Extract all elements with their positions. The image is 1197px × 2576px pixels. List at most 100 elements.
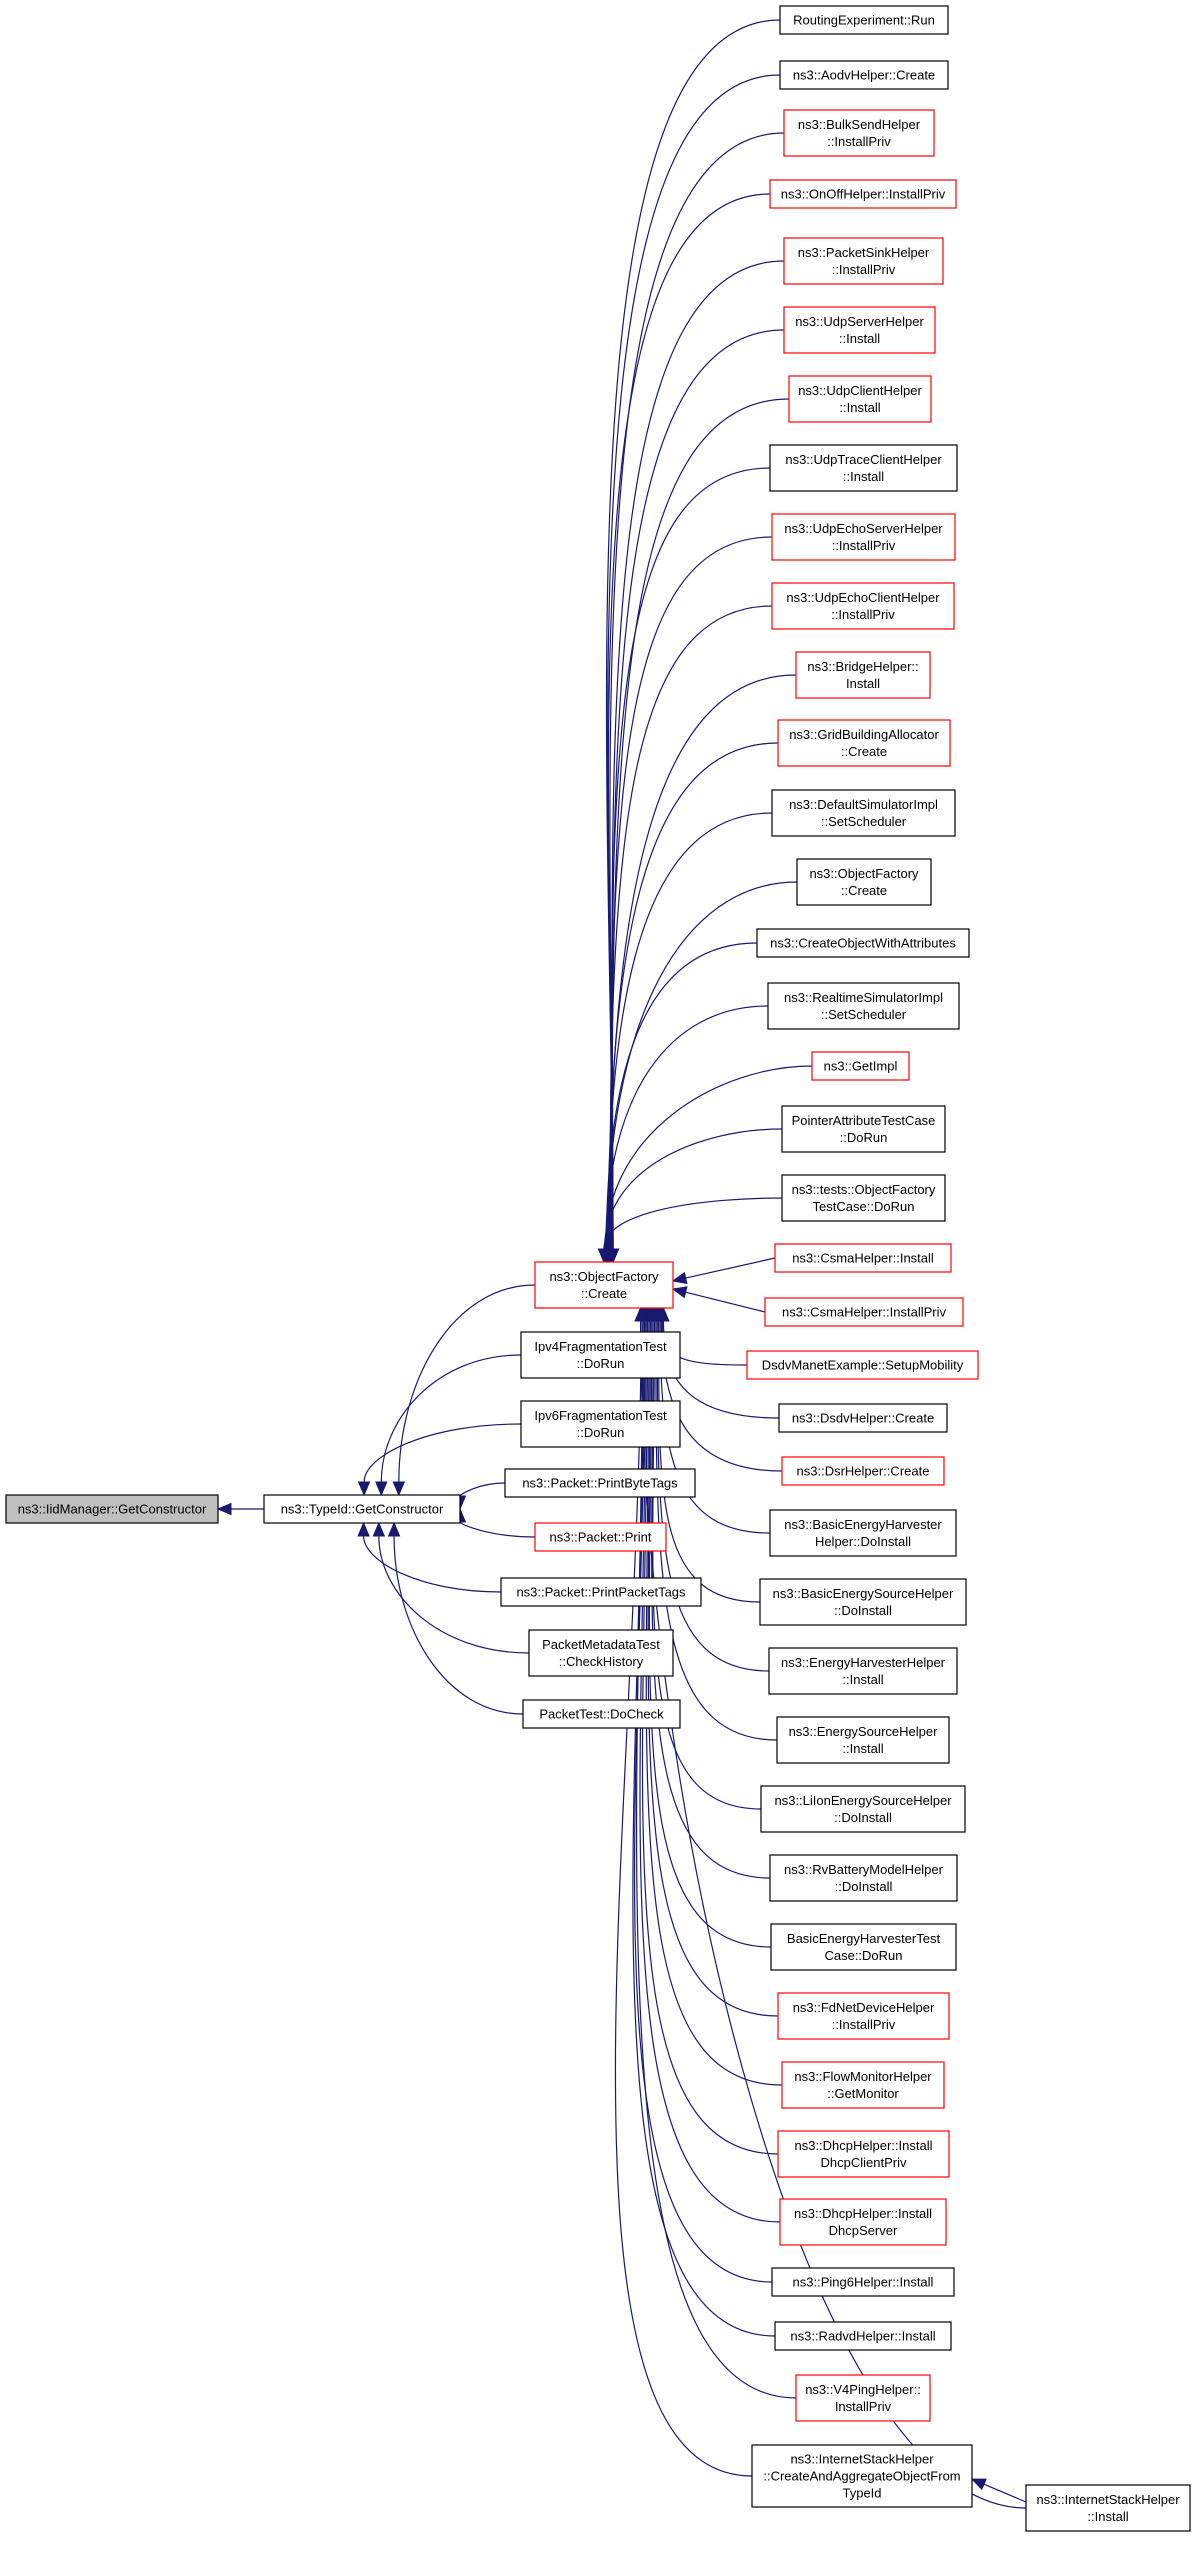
node-box[interactable] bbox=[769, 444, 958, 492]
node-ppt[interactable]: ns3::Packet::PrintPacketTags bbox=[500, 1577, 702, 1607]
node-n20[interactable]: ns3::CsmaHelper::Install bbox=[774, 1243, 952, 1273]
node-n36[interactable]: ns3::Ping6Helper::Install bbox=[771, 2267, 955, 2297]
node-box[interactable] bbox=[779, 5, 949, 35]
node-box[interactable] bbox=[751, 2444, 973, 2508]
node-box[interactable] bbox=[746, 1350, 979, 1380]
node-n5[interactable]: ns3::PacketSinkHelper::InstallPriv bbox=[783, 237, 944, 285]
node-n16[interactable]: ns3::RealtimeSimulatorImpl::SetScheduler bbox=[767, 982, 960, 1030]
node-box[interactable] bbox=[504, 1468, 696, 1498]
node-n15[interactable]: ns3::CreateObjectWithAttributes bbox=[756, 928, 970, 958]
node-box[interactable] bbox=[783, 306, 936, 354]
node-n24[interactable]: ns3::DsrHelper::Create bbox=[781, 1456, 945, 1486]
node-n27[interactable]: ns3::EnergyHarvesterHelper::Install bbox=[768, 1647, 958, 1695]
node-box[interactable] bbox=[520, 1400, 681, 1448]
node-n18[interactable]: PointerAttributeTestCase::DoRun bbox=[781, 1105, 946, 1153]
node-box[interactable] bbox=[774, 1243, 952, 1273]
node-n38[interactable]: ns3::V4PingHelper::InstallPriv bbox=[795, 2374, 931, 2422]
node-n25[interactable]: ns3::BasicEnergyHarvesterHelper::DoInsta… bbox=[769, 1509, 957, 1557]
node-pbt[interactable]: ns3::Packet::PrintByteTags bbox=[504, 1468, 696, 1498]
node-box[interactable] bbox=[759, 1578, 967, 1626]
node-box[interactable] bbox=[770, 1923, 957, 1971]
node-n10[interactable]: ns3::UdpEchoClientHelper::InstallPriv bbox=[771, 582, 955, 630]
node-box[interactable] bbox=[760, 1785, 966, 1833]
node-box[interactable] bbox=[777, 1992, 950, 2040]
node-box[interactable] bbox=[777, 2130, 950, 2178]
node-n4[interactable]: ns3::OnOffHelper::InstallPriv bbox=[769, 179, 957, 209]
node-n23[interactable]: ns3::DsdvHelper::Create bbox=[778, 1403, 948, 1433]
node-box[interactable] bbox=[769, 1509, 957, 1557]
node-n37[interactable]: ns3::RadvdHelper::Install bbox=[774, 2321, 952, 2351]
node-box[interactable] bbox=[774, 2321, 952, 2351]
node-n2[interactable]: ns3::AodvHelper::Create bbox=[779, 60, 949, 90]
node-n28[interactable]: ns3::EnergySourceHelper::Install bbox=[776, 1716, 950, 1764]
node-n26[interactable]: ns3::BasicEnergySourceHelper::DoInstall bbox=[759, 1578, 967, 1626]
node-ipv6frag[interactable]: Ipv6FragmentationTest::DoRun bbox=[520, 1400, 681, 1448]
node-box[interactable] bbox=[764, 1297, 964, 1327]
node-box[interactable] bbox=[788, 375, 932, 423]
node-box[interactable] bbox=[534, 1522, 667, 1552]
node-n14[interactable]: ns3::ObjectFactory::Create bbox=[796, 858, 932, 906]
node-box[interactable] bbox=[771, 513, 956, 561]
node-box[interactable] bbox=[500, 1577, 702, 1607]
node-ptdc[interactable]: PacketTest::DoCheck bbox=[522, 1699, 681, 1729]
node-box[interactable] bbox=[771, 789, 956, 837]
node-box[interactable] bbox=[1025, 2484, 1191, 2532]
node-box[interactable] bbox=[781, 2061, 945, 2109]
node-n3[interactable]: ns3::BulkSendHelper::InstallPriv bbox=[783, 109, 935, 157]
node-n17[interactable]: ns3::GetImpl bbox=[811, 1051, 910, 1081]
node-pmt[interactable]: PacketMetadataTest::CheckHistory bbox=[528, 1629, 674, 1677]
node-n40[interactable]: ns3::InternetStackHelper::Install bbox=[1025, 2484, 1191, 2532]
node-n30[interactable]: ns3::RvBatteryModelHelper::DoInstall bbox=[769, 1854, 958, 1902]
node-n12[interactable]: ns3::GridBuildingAllocator::Create bbox=[777, 719, 951, 767]
node-box[interactable] bbox=[795, 651, 931, 699]
node-n11[interactable]: ns3::BridgeHelper::Install bbox=[795, 651, 931, 699]
node-box[interactable] bbox=[769, 179, 957, 209]
node-gc[interactable]: ns3::TypeId::GetConstructor bbox=[263, 1494, 461, 1524]
node-box[interactable] bbox=[781, 1456, 945, 1486]
node-n33[interactable]: ns3::FlowMonitorHelper::GetMonitor bbox=[781, 2061, 945, 2109]
node-n1[interactable]: RoutingExperiment::Run bbox=[779, 5, 949, 35]
node-root[interactable]: ns3::IidManager::GetConstructor bbox=[5, 1494, 219, 1524]
node-box[interactable] bbox=[796, 858, 932, 906]
node-n6[interactable]: ns3::UdpServerHelper::Install bbox=[783, 306, 936, 354]
node-box[interactable] bbox=[756, 928, 970, 958]
node-n22[interactable]: DsdvManetExample::SetupMobility bbox=[746, 1350, 979, 1380]
node-box[interactable] bbox=[781, 1105, 946, 1153]
node-box[interactable] bbox=[771, 582, 955, 630]
node-box[interactable] bbox=[776, 1716, 950, 1764]
node-box[interactable] bbox=[783, 109, 935, 157]
node-box[interactable] bbox=[777, 719, 951, 767]
node-box[interactable] bbox=[520, 1331, 681, 1379]
node-box[interactable] bbox=[778, 1403, 948, 1433]
node-box[interactable] bbox=[783, 237, 944, 285]
node-ipv4frag[interactable]: Ipv4FragmentationTest::DoRun bbox=[520, 1331, 681, 1379]
node-box[interactable] bbox=[795, 2374, 931, 2422]
node-n32[interactable]: ns3::FdNetDeviceHelper::InstallPriv bbox=[777, 1992, 950, 2040]
node-box[interactable] bbox=[768, 1647, 958, 1695]
node-n9[interactable]: ns3::UdpEchoServerHelper::InstallPriv bbox=[771, 513, 956, 561]
node-n29[interactable]: ns3::LiIonEnergySourceHelper::DoInstall bbox=[760, 1785, 966, 1833]
node-box[interactable] bbox=[522, 1699, 681, 1729]
node-n7[interactable]: ns3::UdpClientHelper::Install bbox=[788, 375, 932, 423]
node-box[interactable] bbox=[771, 2267, 955, 2297]
node-box[interactable] bbox=[528, 1629, 674, 1677]
node-of[interactable]: ns3::ObjectFactory::Create bbox=[534, 1261, 674, 1309]
node-box[interactable] bbox=[767, 982, 960, 1030]
node-box[interactable] bbox=[811, 1051, 910, 1081]
node-box[interactable] bbox=[263, 1494, 461, 1524]
node-box[interactable] bbox=[769, 1854, 958, 1902]
node-box[interactable] bbox=[5, 1494, 219, 1524]
node-box[interactable] bbox=[534, 1261, 674, 1309]
node-n13[interactable]: ns3::DefaultSimulatorImpl::SetScheduler bbox=[771, 789, 956, 837]
node-box[interactable] bbox=[781, 1174, 946, 1222]
node-n8[interactable]: ns3::UdpTraceClientHelper::Install bbox=[769, 444, 958, 492]
node-n21[interactable]: ns3::CsmaHelper::InstallPriv bbox=[764, 1297, 964, 1327]
node-n39[interactable]: ns3::InternetStackHelper::CreateAndAggre… bbox=[751, 2444, 973, 2508]
node-pprint[interactable]: ns3::Packet::Print bbox=[534, 1522, 667, 1552]
node-box[interactable] bbox=[779, 60, 949, 90]
node-box[interactable] bbox=[779, 2198, 947, 2246]
